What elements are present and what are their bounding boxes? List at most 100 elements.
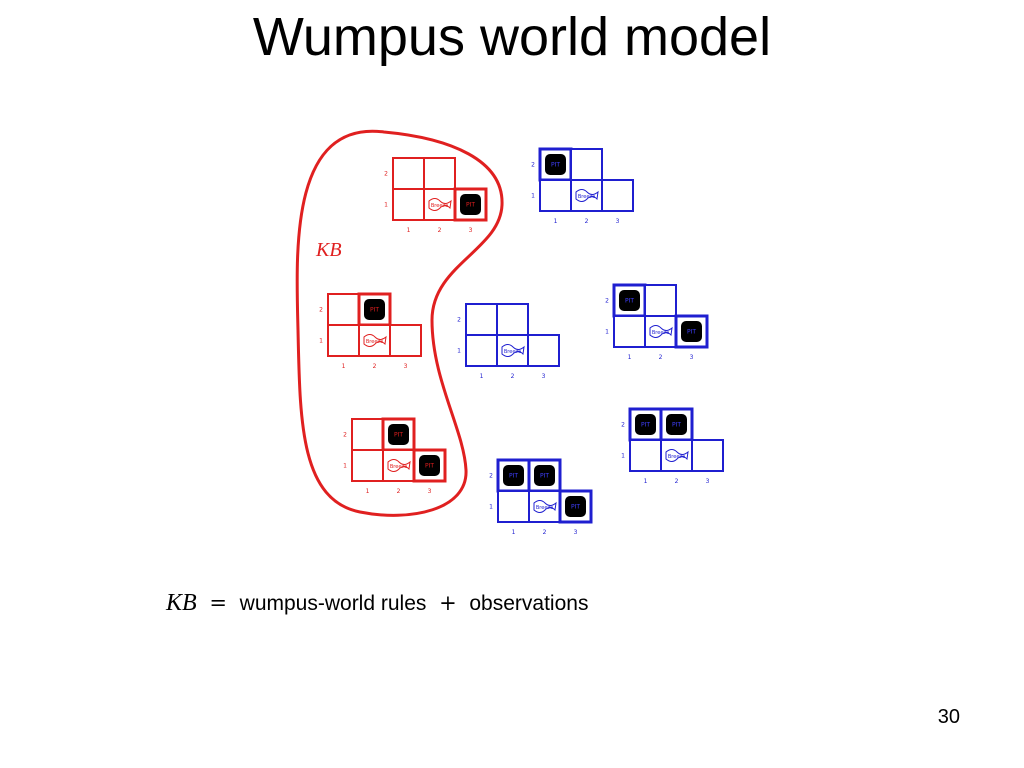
column-label: 1 [342,363,346,370]
grid-cell [601,179,634,212]
row-label: 1 [384,202,388,209]
column-label: 1 [628,354,632,361]
grid-cell [570,148,603,181]
grid-cell [351,418,384,451]
column-label: 1 [644,478,648,485]
column-label: 3 [542,373,546,380]
caption-rules-text: wumpus-world rules [239,592,427,615]
row-label: 1 [319,338,323,345]
caption-plus-sign: + [439,591,457,615]
grid-cell [327,293,360,326]
row-label: 1 [343,463,347,470]
pit-square [565,496,586,517]
column-label: 1 [480,373,484,380]
pit-square [681,321,702,342]
column-label: 3 [404,363,408,370]
model-grid-m1: PIT Breeze 1 2 1 2 3 [384,157,488,234]
caption-observations-text: observations [469,592,589,615]
column-label: 1 [407,227,411,234]
row-label: 2 [489,473,493,480]
breeze-icon: Breeze [533,500,557,513]
column-label: 3 [574,529,578,536]
breeze-icon: Breeze [387,459,411,472]
caption-equals-sign: = [209,591,227,615]
column-label: 2 [438,227,442,234]
pit-square [388,424,409,445]
page-number: 30 [937,706,960,728]
column-label: 2 [585,218,589,225]
row-label: 1 [489,504,493,511]
breeze-label: Breeze [390,464,407,470]
breeze-icon: Breeze [363,334,387,347]
breeze-icon: Breeze [575,189,599,202]
column-label: 1 [366,488,370,495]
pit-square [364,299,385,320]
breeze-label: Breeze [366,339,383,345]
grid-cell [392,157,425,190]
grid-cell [629,439,662,472]
column-label: 2 [397,488,401,495]
column-label: 3 [706,478,710,485]
pit-label: PIT [540,473,549,480]
breeze-label: Breeze [431,203,448,209]
row-label: 2 [605,298,609,305]
grid-cell [691,439,724,472]
pit-label: PIT [672,422,681,429]
column-label: 2 [543,529,547,536]
kb-definition-caption: KB = wumpus-world rules + observations [166,590,588,617]
kb-boundary-outline [295,129,504,517]
pit-label: PIT [641,422,650,429]
column-label: 1 [512,529,516,536]
grid-cell [644,284,677,317]
column-label: 2 [675,478,679,485]
column-label: 3 [690,354,694,361]
pit-square [534,465,555,486]
grid-cell [613,315,646,348]
kb-label: KB [315,239,342,261]
column-label: 2 [659,354,663,361]
pit-label: PIT [551,162,560,169]
pit-square [619,290,640,311]
caption-kb-symbol: KB [166,590,197,616]
grid-cell [527,334,560,367]
slide-title: Wumpus world model [252,7,772,67]
grid-cell [389,324,422,357]
breeze-icon: Breeze [649,325,673,338]
pit-square [503,465,524,486]
pit-square [635,414,656,435]
pit-square [419,455,440,476]
breeze-label: Breeze [652,330,669,336]
pit-label: PIT [625,298,634,305]
grid-cell [351,449,384,482]
row-label: 1 [531,193,535,200]
pit-label: PIT [394,432,403,439]
grid-cell [496,303,529,336]
breeze-label: Breeze [536,505,553,511]
breeze-icon: Breeze [665,449,689,462]
row-label: 1 [605,329,609,336]
pit-square [545,154,566,175]
column-label: 3 [616,218,620,225]
column-label: 2 [511,373,515,380]
column-label: 3 [469,227,473,234]
grid-cell [465,334,498,367]
grid-cell [327,324,360,357]
column-label: 3 [428,488,432,495]
pit-label: PIT [687,329,696,336]
column-label: 2 [373,363,377,370]
row-label: 1 [621,453,625,460]
row-label: 2 [384,171,388,178]
pit-label: PIT [466,202,475,209]
row-label: 2 [621,422,625,429]
model-grid-m7: PIT PIT Breeze 1 2 1 2 3 [621,407,724,485]
pit-square [460,194,481,215]
row-label: 2 [457,317,461,324]
breeze-label: Breeze [668,454,685,460]
